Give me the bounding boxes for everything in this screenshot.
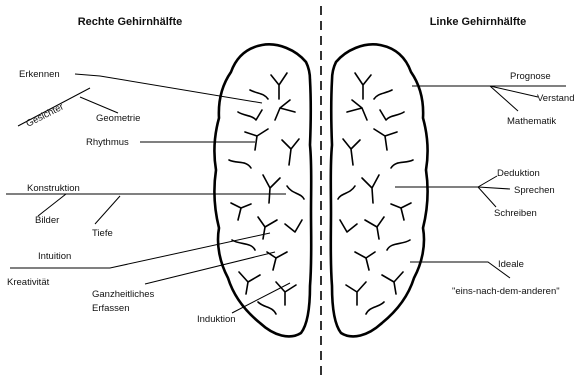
label-schreiben: Schreiben xyxy=(494,208,537,219)
label-konstruktion: Konstruktion xyxy=(27,183,80,194)
leader-bilder xyxy=(38,194,66,216)
label-erkennen: Erkennen xyxy=(19,69,60,80)
leader-geometrie xyxy=(80,97,118,113)
left-hemisphere-labels: Prognose Verstand Mathematik Deduktion S… xyxy=(452,71,575,297)
leader-ideale xyxy=(410,262,510,278)
leader-schreiben xyxy=(478,187,496,207)
label-deduktion: Deduktion xyxy=(497,168,540,179)
label-erfassen: Erfassen xyxy=(92,303,130,314)
label-induktion: Induktion xyxy=(197,314,236,325)
label-rhythmus: Rhythmus xyxy=(86,137,129,148)
leader-deduktion xyxy=(395,176,497,187)
left-hemisphere-outline xyxy=(331,44,428,336)
heading-right-hemisphere: Rechte Gehirnhälfte xyxy=(78,16,183,28)
right-hemisphere-drawing xyxy=(214,44,311,336)
label-tiefe: Tiefe xyxy=(92,228,113,239)
right-hemisphere-labels: Erkennen Gesichter Geometrie Rhythmus Ko… xyxy=(7,69,236,325)
label-bilder: Bilder xyxy=(35,215,59,226)
label-intuition: Intuition xyxy=(38,251,71,262)
leader-ganzheitliches xyxy=(145,252,275,284)
left-hemisphere-drawing xyxy=(331,44,428,336)
label-verstand: Verstand xyxy=(537,93,575,104)
leader-induktion xyxy=(232,283,290,313)
label-eins-nach-dem-anderen: "eins-nach-dem-anderen" xyxy=(452,286,560,297)
heading-left-hemisphere: Linke Gehirnhälfte xyxy=(430,16,527,28)
leader-sprechen xyxy=(478,187,510,189)
left-leader-lines xyxy=(395,86,566,278)
leader-mathematik xyxy=(490,86,518,111)
leader-erkennen xyxy=(75,74,262,103)
label-prognose: Prognose xyxy=(510,71,551,82)
label-ideale: Ideale xyxy=(498,259,524,270)
leader-tiefe xyxy=(95,196,120,224)
right-hemisphere-outline xyxy=(214,44,311,336)
label-mathematik: Mathematik xyxy=(507,116,556,127)
label-gesichter: Gesichter xyxy=(24,101,65,129)
label-kreativitaet: Kreativität xyxy=(7,277,50,288)
leader-verstand xyxy=(490,86,538,97)
label-sprechen: Sprechen xyxy=(514,185,555,196)
label-geometrie: Geometrie xyxy=(96,113,140,124)
label-ganzheitliches: Ganzheitliches xyxy=(92,289,155,300)
